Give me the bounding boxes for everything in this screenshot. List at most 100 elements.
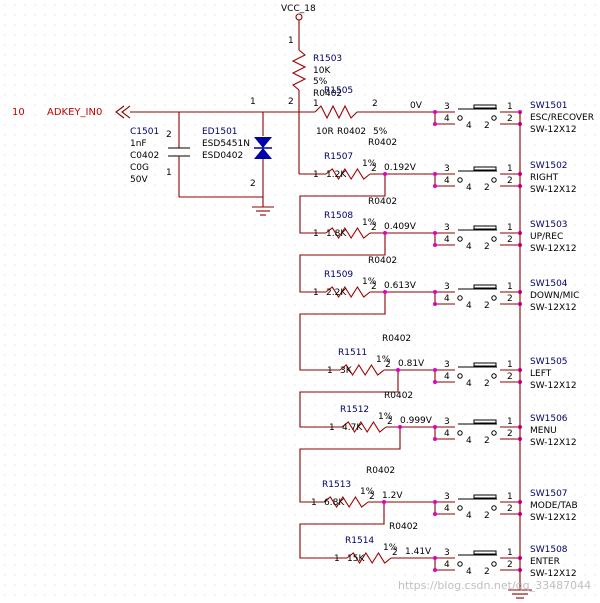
sw1501-pin3: 3 (444, 102, 450, 112)
sw1503-pin3: 3 (444, 223, 450, 233)
sw1508-pin4-inner: 4 (466, 567, 472, 577)
sw1507-feed-wire (299, 427, 401, 503)
sw1506-res-pin1: 1 (329, 423, 335, 433)
sw1507-contact-left (457, 505, 463, 511)
input-port-arrow (115, 105, 125, 119)
sw1506-junction (433, 425, 437, 429)
sw1508-contact-left (457, 561, 463, 567)
sw1507-res-pin1: 1 (311, 498, 317, 508)
sw1501-contact-right (491, 115, 497, 121)
sw1507-res-value: 6.8K (324, 498, 345, 508)
resistor-r1509 (325, 285, 371, 299)
sw1503-junction (433, 231, 437, 235)
sw1508-pin2: 2 (507, 560, 513, 570)
sw1508-pin2-inner: 2 (484, 567, 490, 577)
sw1504-name: DOWN/MIC (530, 291, 579, 301)
sw1506-res-value: 4.7K (342, 423, 363, 433)
sw1501-pin4-inner: 4 (466, 121, 472, 131)
sw1502-junction (433, 184, 437, 188)
ed1501-pkg: ESD0402 (202, 151, 243, 161)
sw1508-ref: SW1508 (530, 545, 568, 555)
sw1507-res-pin2: 2 (369, 492, 375, 502)
input-pin-number: 10 (12, 107, 25, 118)
sw1501-pin1: 1 (507, 102, 513, 112)
c1501-ref: C1501 (130, 127, 159, 137)
sw1501-ref: SW1501 (530, 101, 568, 111)
sw1505-res-pin2: 2 (385, 360, 391, 370)
sw1505-pin2-inner: 2 (484, 379, 490, 389)
resistor-r1511 (339, 363, 385, 377)
esd-pin2: 2 (250, 179, 256, 189)
c1501-voltage: 50V (130, 175, 148, 185)
sw1505-feed-wire (299, 292, 386, 371)
sw1508-res-value: 15K (347, 554, 365, 564)
sw1503-node-junction (383, 172, 387, 176)
resistor-r1508 (325, 226, 371, 240)
sw1508-res-pin2: 2 (392, 548, 398, 558)
sw1505-junction (433, 368, 437, 372)
sw1506-feed-wire (299, 370, 399, 428)
r1503-tol: 5% (313, 77, 328, 87)
sw1505-pin2: 2 (507, 372, 513, 382)
sw1502-name: RIGHT (530, 173, 559, 183)
sw1501-junction (433, 110, 437, 114)
ground-symbol-top (252, 206, 274, 216)
sw1504-pin4: 4 (444, 294, 450, 304)
sw1507-pin3: 3 (444, 492, 450, 502)
resistor-r1507 (325, 167, 371, 181)
esd-diode-upper (254, 137, 272, 148)
sw1501-junction (433, 122, 437, 126)
sw1503-res-ref: R1508 (324, 211, 353, 221)
c1501-value: 1nF (130, 139, 147, 149)
input-net-label: ADKEY_IN0 (47, 107, 102, 118)
r1503-ref: R1503 (313, 54, 342, 64)
sw1502-res-ref: R1507 (324, 152, 353, 162)
sw1507-node-voltage: 1.2V (382, 491, 403, 501)
sw1501-part: SW-12X12 (530, 125, 577, 135)
sw1508-name: ENTER (530, 557, 560, 567)
sw1504-res-pin2: 2 (371, 282, 377, 292)
sw1506-name: MENU (530, 426, 557, 436)
esd-diode-lower (254, 148, 272, 159)
sw1503-res-pkg: R0402 (368, 197, 397, 207)
vcc-label: VCC_18 (281, 4, 316, 14)
sw1507-junction (433, 512, 437, 516)
sw1502-pin2: 2 (507, 176, 513, 186)
sw1506-pin3: 3 (444, 417, 450, 427)
sw1504-res-pin1: 1 (313, 288, 319, 298)
sw1505-res-pin1: 1 (327, 366, 333, 376)
sw1504-pin3: 3 (444, 282, 450, 292)
sw1504-pin4-inner: 4 (466, 301, 472, 311)
sw1503-pin4: 4 (444, 235, 450, 245)
r1503-pkg: R0402 (313, 89, 342, 99)
sw1501-voltage: 0V (410, 101, 423, 111)
sw1504-pin2: 2 (507, 294, 513, 304)
sw1502-junction (433, 172, 437, 176)
sw1505-actuator (473, 362, 497, 367)
sw1503-actuator (473, 225, 497, 230)
r1505-value: 10R (316, 127, 334, 137)
sw1508-res-ref: R1514 (345, 536, 374, 546)
sw1503-pin2: 2 (507, 235, 513, 245)
sw1501-pin2: 2 (507, 114, 513, 124)
sw1507-name: MODE/TAB (530, 501, 578, 511)
sw1508-node-junction (382, 500, 386, 504)
sw1504-res-value: 2.2K (326, 288, 347, 298)
sw1503-res-tol: 1% (362, 218, 377, 228)
sw1502-res-value: 1.2K (326, 170, 347, 180)
sw1505-res-pkg: R0402 (382, 334, 411, 344)
sw1504-junction (433, 302, 437, 306)
sw1504-node-voltage: 0.613V (384, 281, 417, 291)
sw1506-pin4-inner: 4 (466, 436, 472, 446)
sw1504-contact-left (457, 295, 463, 301)
sw1507-res-ref: R1513 (322, 480, 351, 490)
sw1503-res-value: 1.8K (326, 229, 347, 239)
sw1507-ref: SW1507 (530, 489, 568, 499)
sw1501-actuator (473, 104, 497, 109)
